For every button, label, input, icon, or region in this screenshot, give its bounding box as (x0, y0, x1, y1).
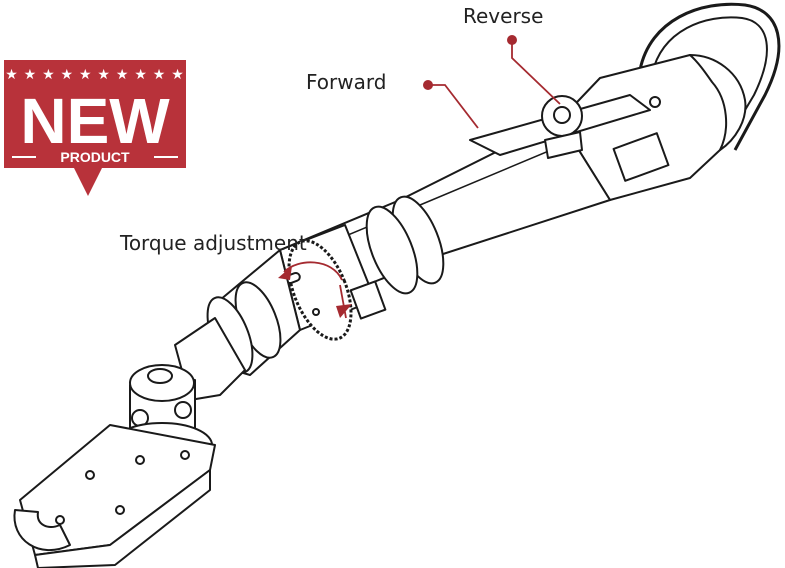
screwdriver-drawing (13, 2, 781, 568)
crowfoot-screw-1 (85, 470, 95, 480)
torque-adjustment-label: Torque adjustment (120, 231, 307, 255)
badge-subline: PRODUCT (60, 149, 130, 165)
reverse-dot (507, 35, 517, 45)
crowfoot-screw-2 (135, 455, 145, 465)
new-product-badge: ★ ★ ★ ★ ★ ★ ★ ★ ★ ★ NEW PRODUCT (4, 60, 186, 196)
forward-label: Forward (306, 70, 387, 94)
badge-stars: ★ ★ ★ ★ ★ ★ ★ ★ ★ ★ (5, 66, 185, 82)
reverse-leader (511, 40, 561, 105)
badge-shape (4, 60, 186, 196)
forward-dot (423, 80, 433, 90)
collar-window (349, 280, 387, 320)
crowfoot-base (34, 469, 211, 568)
grip-ring-2 (365, 205, 419, 295)
reverse-button-inner (553, 106, 571, 124)
torque-arrow-head-right (336, 304, 352, 318)
torque-arrow (283, 261, 343, 281)
reverse-spring (544, 131, 583, 159)
reverse-label: Reverse (463, 4, 544, 28)
head-screw-2 (174, 401, 192, 419)
annotations (283, 40, 561, 319)
housing-window (612, 132, 670, 182)
head-cap-top (147, 368, 173, 384)
badge-headline: NEW (20, 85, 170, 157)
annotation-markers (278, 35, 517, 318)
torque-dial-dot (312, 308, 320, 316)
torque-arrow-head-left (278, 266, 292, 280)
hanger-loop-inner (651, 16, 768, 143)
crowfoot-jaw (13, 509, 71, 551)
lever-pivot (649, 96, 661, 108)
hanger-loop (638, 2, 781, 151)
crowfoot-screw-5 (55, 515, 65, 525)
crowfoot-screw-3 (180, 450, 190, 460)
crowfoot-screw-4 (115, 505, 125, 515)
rear-housing-cap (689, 54, 747, 151)
torque-dial (287, 239, 353, 341)
forward-leader (428, 84, 479, 129)
torque-arrow-down (339, 284, 347, 319)
